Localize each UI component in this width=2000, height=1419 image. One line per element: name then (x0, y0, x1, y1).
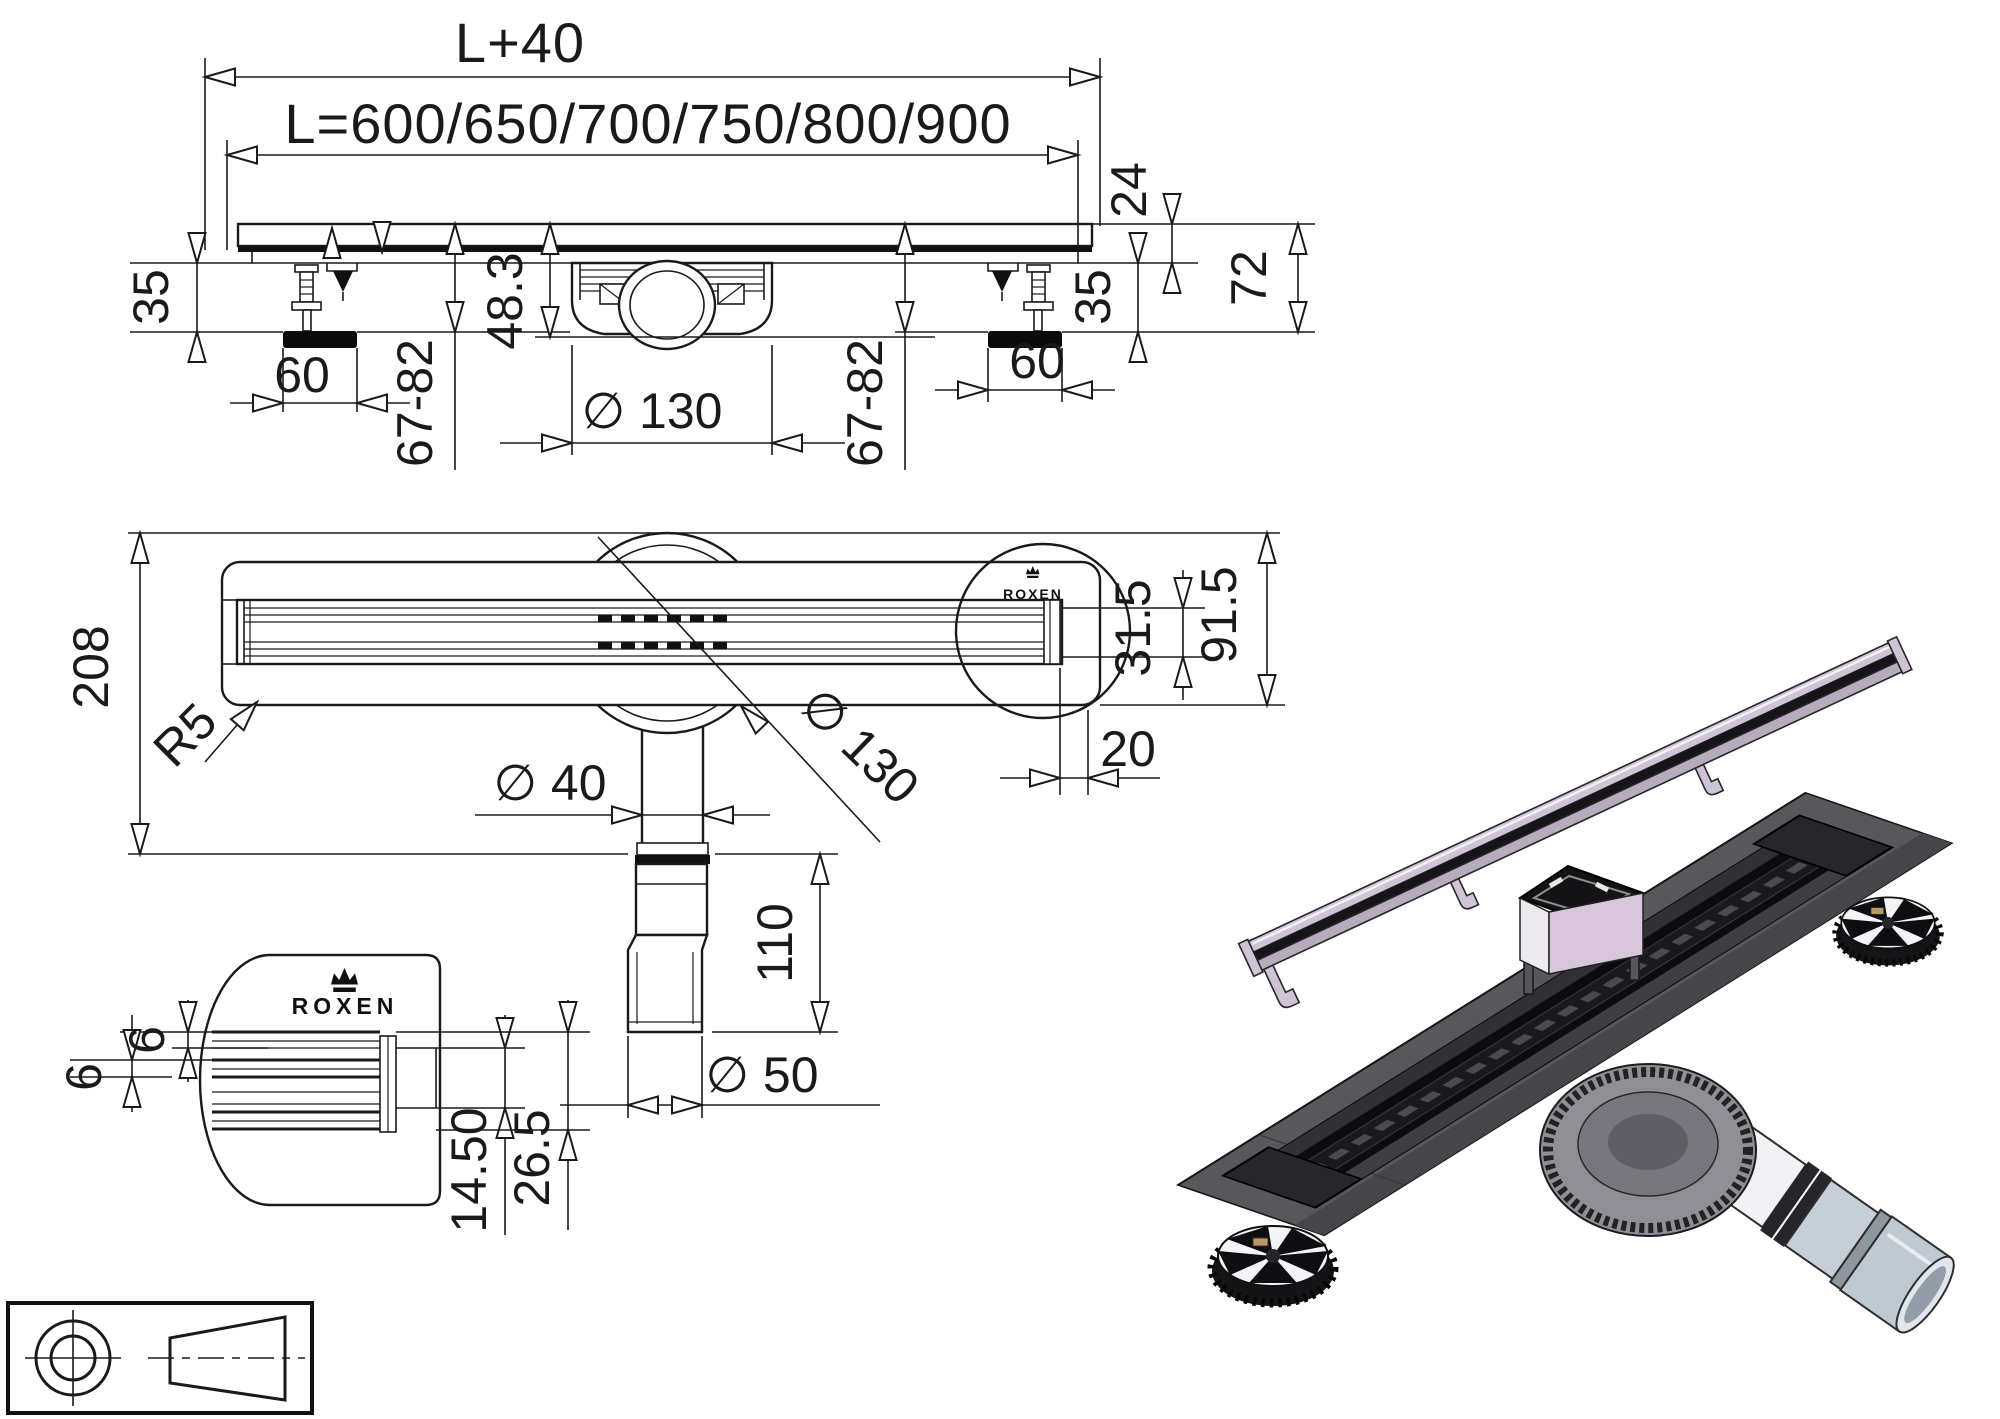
dim-outlet-length: 110 (747, 903, 803, 983)
detail-bubble (198, 953, 442, 1207)
front-elevation-view: L+40 L=600/650/700/750/800/900 24 72 35 … (123, 11, 1315, 470)
iso-foot-left (1212, 1226, 1334, 1306)
dim-grate-width: 31.5 (1105, 579, 1161, 676)
dim-install-height: 72 (1221, 250, 1277, 306)
plan-dimensions (128, 532, 1285, 1118)
dim-foot-height-left: 35 (123, 269, 179, 325)
brand-name: ROXEN (1003, 586, 1063, 602)
brand-logo-detail: ROXEN (292, 968, 399, 1019)
dim-edge-height: 26.5 (504, 1109, 560, 1206)
dim-top-height: 24 (1101, 162, 1157, 218)
dim-overall-length: L+40 (455, 11, 585, 74)
brand-logo-plan: ROXEN (1003, 566, 1063, 602)
front-dimensions (130, 58, 1315, 470)
dim-foot-width-right: 60 (1009, 333, 1065, 389)
grate-slot-plan (235, 598, 1064, 666)
channel-end-profile (212, 1030, 437, 1133)
iso-foot-right (1836, 897, 1940, 965)
iso-grate (1237, 635, 1913, 1009)
brand-name: ROXEN (292, 993, 399, 1019)
dim-trap-diameter-front: ∅ 130 (582, 383, 723, 439)
dim-rail-thickness-top: 6 (119, 1026, 175, 1054)
iso-channel-body (1175, 791, 1954, 1237)
dim-foot-height-right: 35 (1065, 269, 1121, 325)
dim-pipe-diameter: ∅ 50 (705, 1047, 818, 1103)
channel-bar (236, 222, 1094, 264)
dim-adjust-right: 67-82 (837, 339, 893, 467)
dim-outlet-diameter: ∅ 40 (493, 755, 606, 811)
first-angle-projection-icon (6, 1301, 314, 1415)
iso-insert-frame (1517, 864, 1646, 995)
dim-body-width: 91.5 (1191, 566, 1247, 663)
detail-reference-circle (954, 542, 1132, 720)
dim-length-options: L=600/650/700/750/800/900 (284, 92, 1011, 155)
detail-view: ROXEN (56, 953, 590, 1235)
iso-render (1175, 635, 1955, 1334)
dim-foot-width-left: 60 (274, 347, 330, 403)
dim-trap-depth: 48.3 (477, 252, 533, 349)
dim-rail-thickness-side: 6 (56, 1063, 112, 1091)
detail-dimensions (70, 1000, 590, 1235)
dim-adjust-left: 67-82 (387, 339, 443, 467)
iso-trap (1539, 1063, 1757, 1237)
foot-left (282, 262, 358, 349)
dim-flange-height: 14.50 (441, 1107, 497, 1232)
dim-overall-width: 208 (63, 625, 119, 708)
outlet-pipe-front (626, 727, 710, 1034)
trap-front (570, 259, 774, 351)
dim-corner-radius: R5 (143, 693, 228, 778)
dim-end-gap: 20 (1100, 721, 1156, 777)
